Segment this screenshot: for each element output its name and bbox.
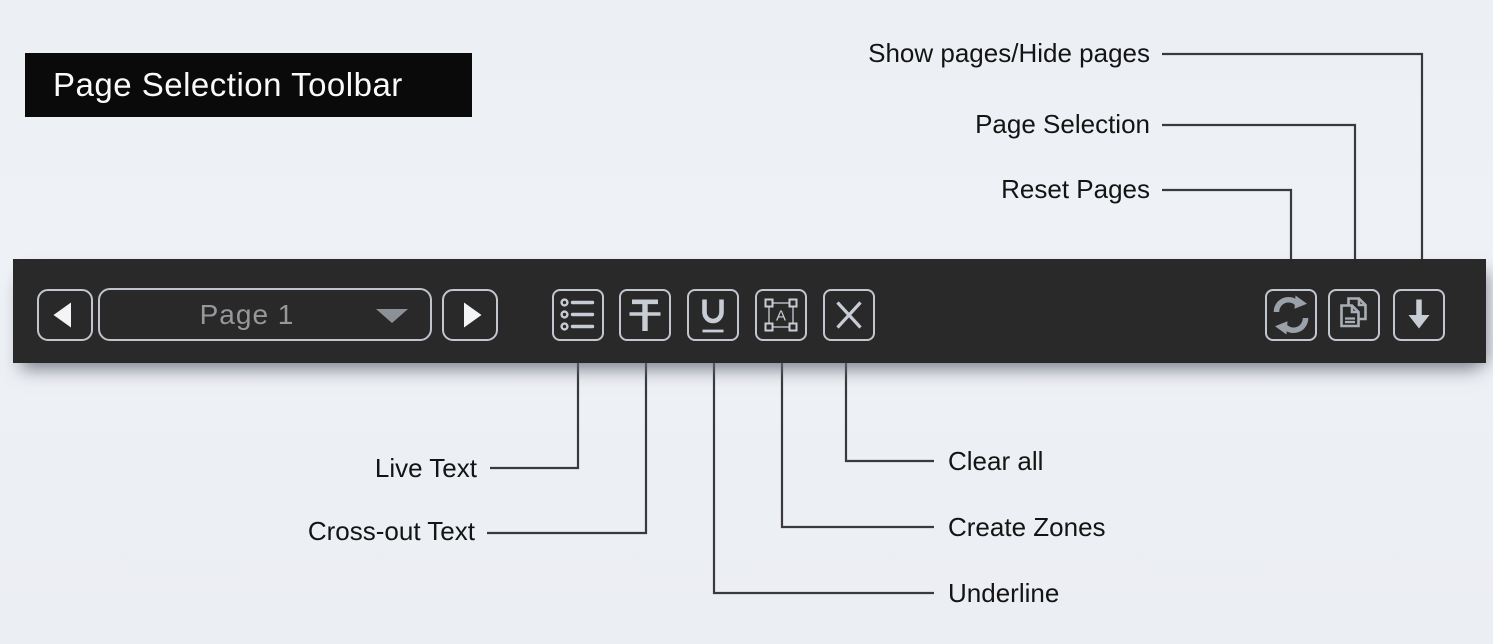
callout-line-page-selection [1162,123,1357,259]
svg-text:A: A [776,308,786,325]
page-dropdown[interactable]: Page 1 [98,288,432,341]
callout-label-cross-out-text: Cross-out Text [307,516,475,546]
live-text-button[interactable] [552,289,604,341]
next-page-button[interactable] [442,289,498,341]
page-selection-toolbar: Page 1 [13,259,1486,363]
callout-label-clear-all: Clear all [948,446,1044,476]
callout-label-reset-pages: Reset Pages [1001,174,1150,204]
reset-pages-button[interactable] [1265,289,1317,341]
create-zones-button[interactable]: A [755,289,807,341]
callout-label-page-selection: Page Selection [975,109,1150,139]
cross-out-text-button[interactable] [619,289,671,341]
callout-line-underline [712,363,934,595]
underline-u-icon [702,299,724,333]
page-selection-button[interactable] [1328,289,1380,341]
previous-page-button[interactable] [37,289,93,341]
callout-line-clear-all [844,363,934,463]
callout-line-reset-pages [1162,188,1293,259]
down-arrow-icon [1408,299,1430,329]
bullet-list-icon [560,298,595,331]
callout-line-live-text [490,363,580,470]
left-triangle-icon [53,302,71,328]
show-hide-pages-button[interactable] [1393,289,1445,341]
pages-icon [1340,297,1367,328]
zone-select-icon: A [764,298,798,332]
callout-label-show-hide-pages: Show pages/Hide pages [868,38,1150,68]
callout-line-show-hide-pages [1162,52,1424,259]
caret-down-icon [376,309,408,323]
x-icon [836,301,862,329]
callout-line-create-zones [780,363,934,529]
clear-all-button[interactable] [823,289,875,341]
page-dropdown-value: Page 1 [199,298,295,330]
title-banner: Page Selection Toolbar [25,53,472,117]
crossed-t-icon [629,299,661,331]
underline-button[interactable] [687,289,739,341]
page-title: Page Selection Toolbar [53,66,403,103]
refresh-icon [1273,295,1309,335]
callout-label-create-zones: Create Zones [948,512,1106,542]
callout-label-live-text: Live Text [374,453,477,483]
right-triangle-icon [464,302,482,328]
callout-label-underline: Underline [948,578,1060,608]
callout-line-cross-out-text [487,363,648,535]
